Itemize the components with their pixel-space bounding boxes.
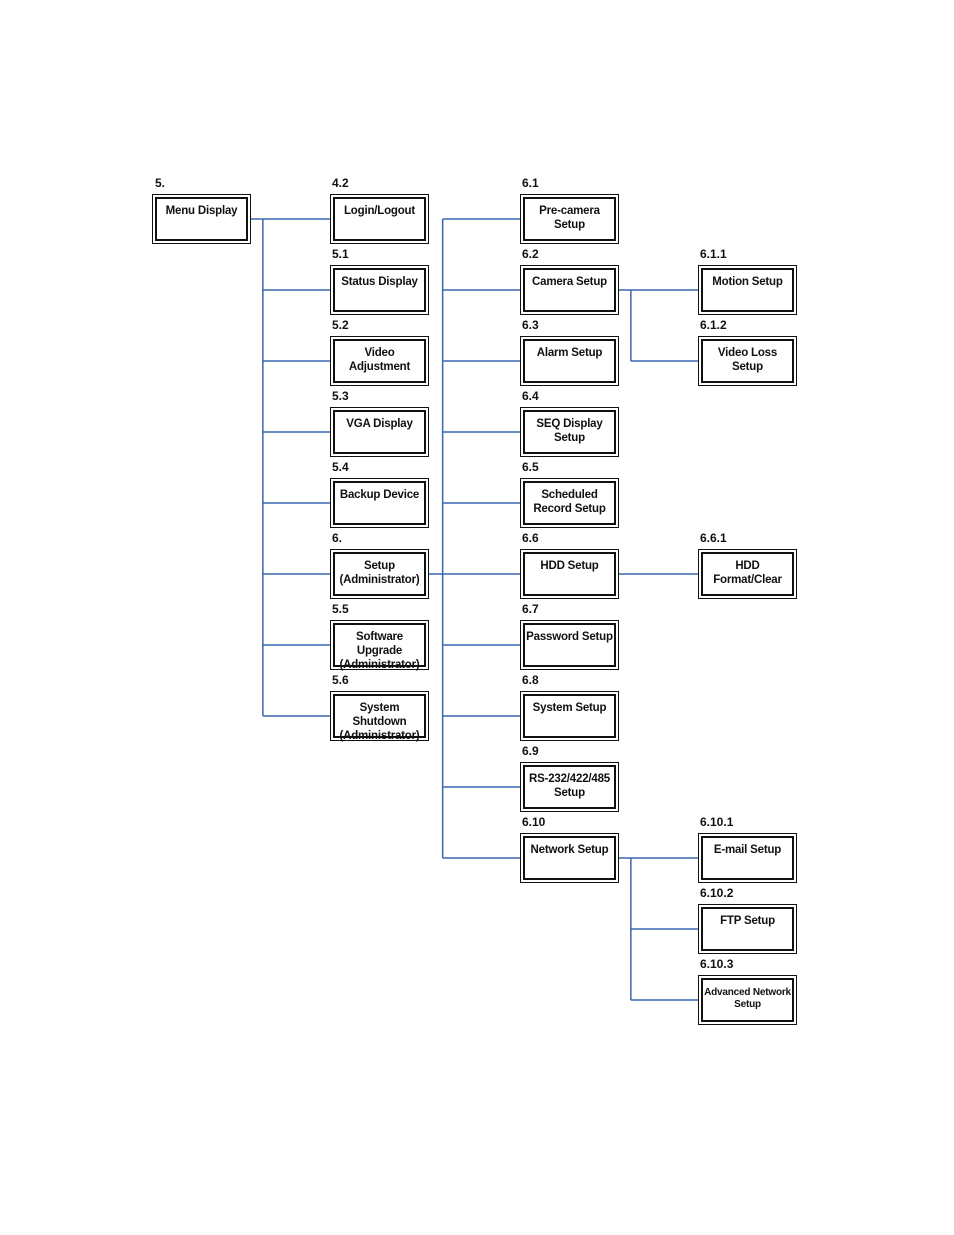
node-scheduled-record-setup: Scheduled Record Setup: [520, 478, 619, 528]
node-email-setup: E-mail Setup: [698, 833, 797, 883]
node-advanced-network-setup: Advanced Network Setup: [698, 975, 797, 1025]
node-login-logout: Login/Logout: [330, 194, 429, 244]
node-number-status-display: 5.1: [332, 247, 349, 261]
node-system-shutdown: System Shutdown (Administrator): [330, 691, 429, 742]
node-backup-device: Backup Device: [330, 478, 429, 528]
node-vga-display: VGA Display: [330, 407, 429, 457]
node-number-hdd-format-clear: 6.6.1: [700, 531, 727, 545]
node-number-motion-setup: 6.1.1: [700, 247, 727, 261]
node-camera-setup: Camera Setup: [520, 265, 619, 315]
node-number-email-setup: 6.10.1: [700, 815, 734, 829]
node-number-setup-administrator: 6.: [332, 531, 343, 545]
node-number-login-logout: 4.2: [332, 176, 349, 190]
node-number-system-setup: 6.8: [522, 673, 539, 687]
node-seq-display-setup: SEQ Display Setup: [520, 407, 619, 457]
node-number-hdd-setup: 6.6: [522, 531, 539, 545]
node-rs232-setup: RS-232/422/485 Setup: [520, 762, 619, 812]
node-number-seq-display-setup: 6.4: [522, 389, 539, 403]
node-number-video-adjustment: 5.2: [332, 318, 349, 332]
node-pre-camera-setup: Pre-camera Setup: [520, 194, 619, 244]
node-software-upgrade: Software Upgrade (Administrator): [330, 620, 429, 671]
node-number-software-upgrade: 5.5: [332, 602, 349, 616]
node-number-password-setup: 6.7: [522, 602, 539, 616]
node-hdd-setup: HDD Setup: [520, 549, 619, 599]
node-motion-setup: Motion Setup: [698, 265, 797, 315]
node-ftp-setup: FTP Setup: [698, 904, 797, 954]
node-number-rs232-setup: 6.9: [522, 744, 539, 758]
node-number-camera-setup: 6.2: [522, 247, 539, 261]
node-number-pre-camera-setup: 6.1: [522, 176, 539, 190]
node-number-video-loss-setup: 6.1.2: [700, 318, 727, 332]
node-number-backup-device: 5.4: [332, 460, 349, 474]
node-number-alarm-setup: 6.3: [522, 318, 539, 332]
node-hdd-format-clear: HDD Format/Clear: [698, 549, 797, 599]
node-number-scheduled-record-setup: 6.5: [522, 460, 539, 474]
node-video-loss-setup: Video Loss Setup: [698, 336, 797, 386]
node-number-network-setup: 6.10: [522, 815, 546, 829]
node-number-vga-display: 5.3: [332, 389, 349, 403]
node-video-adjustment: Video Adjustment: [330, 336, 429, 386]
node-network-setup: Network Setup: [520, 833, 619, 883]
node-number-system-shutdown: 5.6: [332, 673, 349, 687]
node-menu-display: Menu Display: [152, 194, 251, 244]
node-number-menu-display: 5.: [155, 176, 166, 190]
node-alarm-setup: Alarm Setup: [520, 336, 619, 386]
node-status-display: Status Display: [330, 265, 429, 315]
node-password-setup: Password Setup: [520, 620, 619, 670]
node-setup-administrator: Setup (Administrator): [330, 549, 429, 599]
node-number-ftp-setup: 6.10.2: [700, 886, 734, 900]
node-number-advanced-network-setup: 6.10.3: [700, 957, 734, 971]
node-system-setup: System Setup: [520, 691, 619, 741]
